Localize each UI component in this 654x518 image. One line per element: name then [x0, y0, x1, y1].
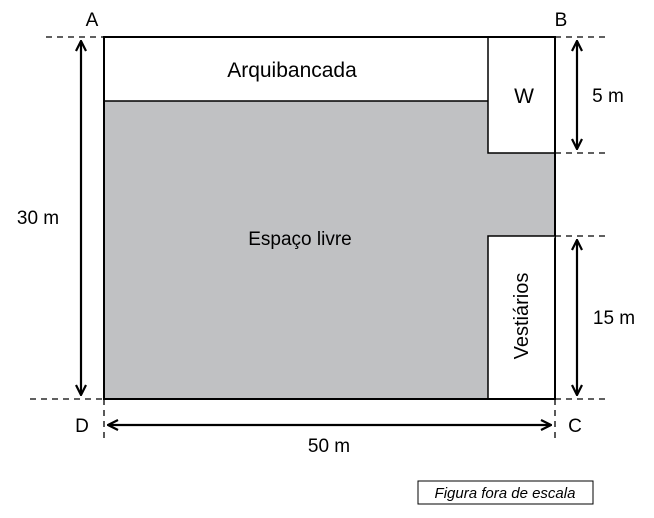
w-height-dimension-label: 5 m [592, 86, 624, 107]
w-room-border [487, 37, 555, 154]
width-dimension-label: 50 m [308, 436, 350, 457]
corner-label-d: D [75, 416, 89, 437]
espaco-livre-label: Espaço livre [248, 229, 352, 250]
vestiarios-height-dimension-label: 15 m [593, 308, 635, 329]
corner-label-c: C [568, 416, 582, 437]
vestiarios-label: Vestiários [511, 273, 533, 360]
arquibancada-label: Arquibancada [227, 59, 357, 82]
corner-label-b: B [555, 10, 568, 31]
height-dimension-label: 30 m [17, 208, 59, 229]
scale-note-text: Figura fora de escala [435, 485, 576, 502]
extension-lines [30, 36, 610, 442]
corner-label-a: A [86, 10, 99, 31]
field-outline [103, 36, 556, 400]
scale-note-box [417, 480, 594, 505]
free-space-area [104, 101, 555, 399]
w-label: W [514, 85, 534, 108]
